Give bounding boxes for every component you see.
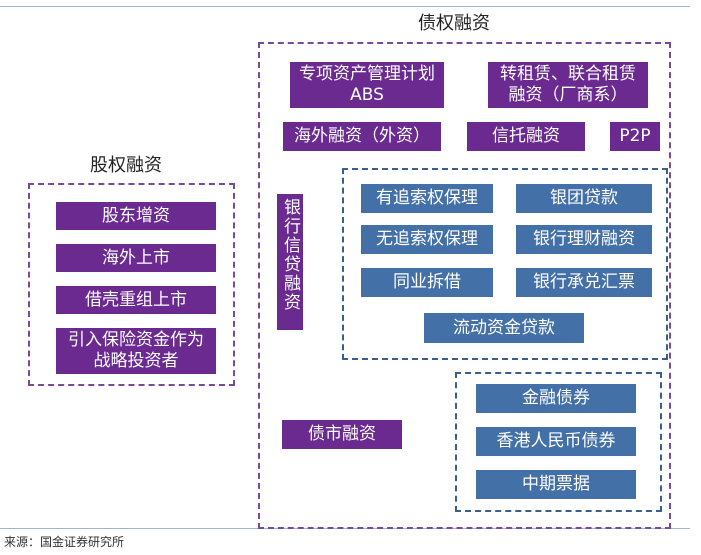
bond-market-financing-box: 债市融资 — [282, 420, 402, 449]
top-rule — [0, 6, 690, 7]
bank-credit-label: 银行信贷融资 — [277, 194, 303, 330]
overseas-listing-box: 海外上市 — [56, 244, 216, 272]
debt-financing-title: 债权融资 — [418, 13, 490, 34]
bank-acceptance-bill-box: 银行承兑汇票 — [516, 268, 652, 297]
equity-financing-group — [28, 183, 235, 386]
equity-financing-title: 股权融资 — [90, 155, 162, 176]
p2p-box: P2P — [610, 122, 660, 151]
hk-rmb-bonds-box: 香港人民币债券 — [476, 427, 636, 456]
source-note: 来源：国金证券研究所 — [4, 535, 125, 549]
financial-bonds-box: 金融债券 — [476, 384, 636, 413]
working-capital-loan-box: 流动资金贷款 — [424, 313, 584, 343]
backdoor-listing-box: 借壳重组上市 — [56, 286, 216, 314]
leasing-box: 转租赁、联合租赁融资（厂商系） — [488, 62, 648, 108]
bond-market-group — [455, 372, 662, 512]
trust-financing-box: 信托融资 — [467, 122, 585, 151]
interbank-lending-box: 同业拆借 — [361, 268, 493, 297]
abs-box: 专项资产管理计划ABS — [290, 62, 444, 108]
syndicated-loan-box: 银团贷款 — [516, 184, 652, 213]
recourse-factoring-box: 有追索权保理 — [361, 184, 493, 213]
medium-term-notes-box: 中期票据 — [476, 470, 636, 499]
shareholder-capital-increase-box: 股东增资 — [56, 202, 216, 230]
bank-wealth-financing-box: 银行理财融资 — [516, 225, 652, 254]
insurance-capital-investor-box: 引入保险资金作为战略投资者 — [56, 328, 216, 374]
debt-financing-group — [258, 42, 671, 529]
non-recourse-factoring-box: 无追索权保理 — [361, 225, 493, 254]
overseas-financing-box: 海外融资（外资） — [283, 122, 441, 151]
bank-credit-group — [342, 168, 668, 360]
